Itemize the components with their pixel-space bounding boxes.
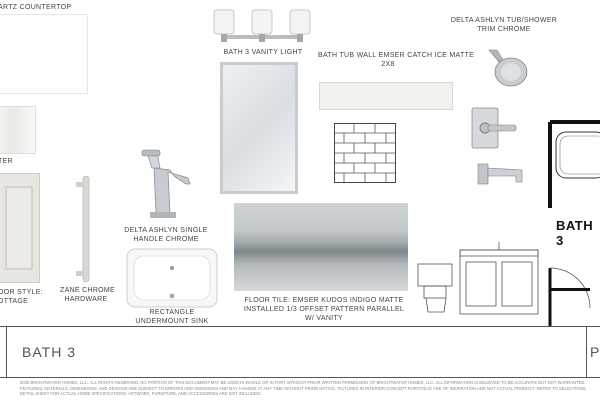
floor-tile-swatch bbox=[234, 203, 408, 291]
faucet-label: DELTA ASHLYN SINGLE HANDLE CHROME bbox=[124, 227, 208, 243]
cabinet-pull-image bbox=[76, 176, 90, 282]
door-panel bbox=[5, 186, 33, 270]
floor-plan-drawing bbox=[548, 120, 600, 326]
title-divider-right bbox=[586, 327, 587, 377]
wall-tile-swatch bbox=[319, 82, 453, 110]
legal-disclaimer: 2025 BRIGHTWATER HOMES, LLC. ALL RIGHTS … bbox=[20, 380, 586, 396]
undermount-sink-image bbox=[126, 248, 218, 308]
wall-tile-label: BATH TUB WALL EMSER CATCH ICE MATTE 2X8 bbox=[318, 52, 475, 68]
molding-label: TER bbox=[0, 158, 13, 165]
offset-tile-pattern-image bbox=[334, 123, 396, 183]
tub-spout-image bbox=[477, 163, 523, 185]
vanity-light-label: BATH 3 VANITY LIGHT bbox=[223, 49, 303, 56]
countertop-label: ARTZ COUNTERTOP bbox=[0, 4, 72, 11]
floor-tile-label: FLOOR TILE: EMSER KUDOS INDIGO MATTE INS… bbox=[243, 297, 405, 322]
quartz-countertop-swatch bbox=[0, 14, 88, 94]
title-bar bbox=[0, 326, 600, 378]
room-title: BATH 3 bbox=[22, 344, 76, 360]
cabinet-door-swatch bbox=[0, 173, 40, 283]
sink-label: RECTANGLE UNDERMOUNT SINK bbox=[135, 309, 209, 325]
molding-swatch bbox=[0, 106, 36, 154]
mirror-image bbox=[220, 62, 298, 194]
door-style-label: OOR STYLE: OTTAGE bbox=[0, 289, 44, 305]
plan-room-label: BATH 3 bbox=[556, 218, 594, 248]
vanity-light-image bbox=[213, 9, 311, 42]
shower-head-image bbox=[488, 49, 528, 87]
faucet-image bbox=[141, 149, 191, 218]
vanity-elevation-drawing bbox=[417, 242, 539, 315]
room-title-right: P bbox=[590, 344, 600, 360]
shower-trim-label: DELTA ASHLYN TUB/SHOWER TRIM CHROME bbox=[450, 17, 558, 33]
shower-valve-trim-image bbox=[471, 107, 517, 149]
pull-label: ZANE CHROME HARDWARE bbox=[60, 287, 116, 303]
title-divider-left bbox=[6, 327, 7, 377]
